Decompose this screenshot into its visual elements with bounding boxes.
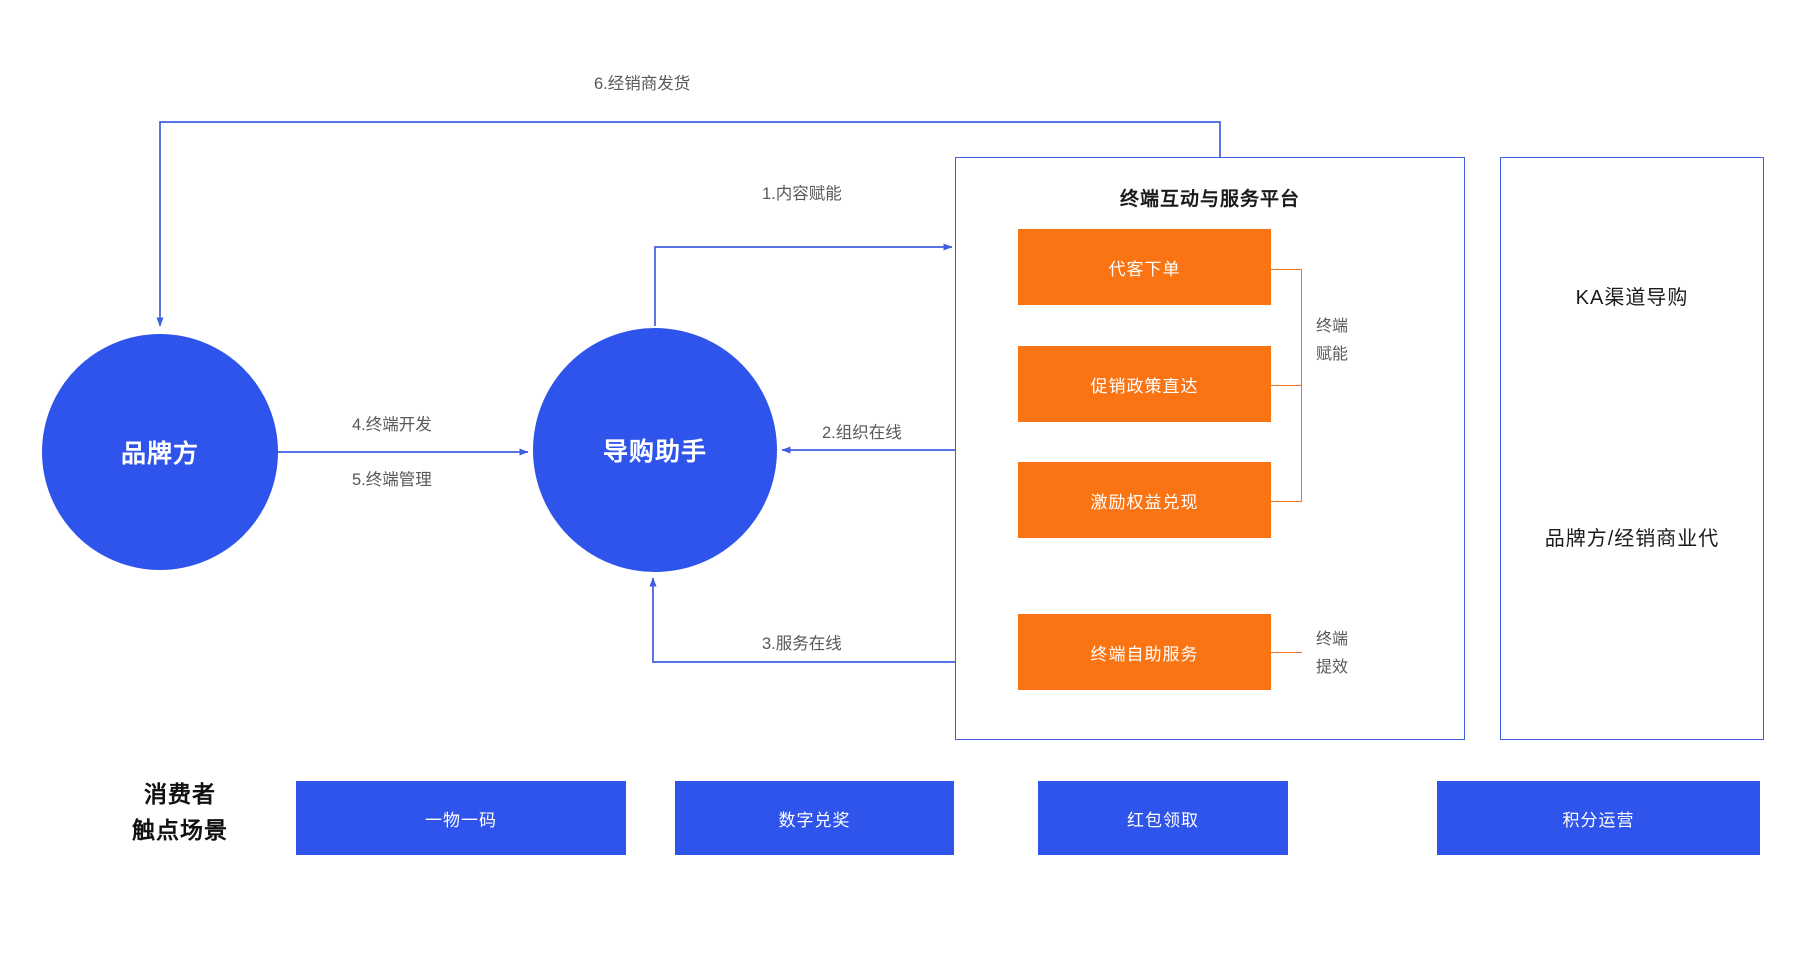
touchpoint-chip-points-operation[interactable]: 积分运营 [1437, 781, 1760, 855]
touchpoint-caption-line2: 触点场景 [132, 817, 228, 843]
channel-panel: KA渠道导购 品牌方/经销商业代 [1500, 157, 1764, 740]
touchpoint-chip-label: 一物一码 [425, 810, 497, 830]
group-label-empowerment-line2: 赋能 [1316, 346, 1349, 363]
group-bracket-arm-bottom [1271, 501, 1302, 503]
feature-box-label: 终端自助服务 [1090, 644, 1199, 664]
group-label-empowerment: 终端 赋能 [1316, 313, 1348, 369]
group-label-empowerment-line1: 终端 [1316, 318, 1349, 335]
edge-label-terminal-development: 4.终端开发 [352, 416, 432, 434]
group-bracket-arm-middle [1271, 385, 1302, 387]
touchpoint-chip-label: 积分运营 [1562, 810, 1635, 830]
group-label-efficiency: 终端 提效 [1316, 626, 1348, 682]
feature-box-label: 促销政策直达 [1090, 376, 1199, 396]
edge-label-content-empowerment: 1.内容赋能 [762, 185, 842, 203]
touchpoint-caption-line1: 消费者 [144, 781, 216, 807]
platform-panel: 终端互动与服务平台 代客下单 促销政策直达 激励权益兑现 终端自助服务 终端 赋… [955, 157, 1465, 740]
platform-title: 终端互动与服务平台 [1119, 189, 1300, 210]
edge-label-organization-online: 2.组织在线 [822, 424, 902, 442]
touchpoint-chip-label: 数字兑奖 [778, 810, 851, 830]
touchpoint-chip-red-packet[interactable]: 红包领取 [1038, 781, 1288, 855]
touchpoint-chip-label: 红包领取 [1127, 810, 1199, 830]
group-label-efficiency-line2: 提效 [1316, 659, 1349, 676]
feature-box-promo-policy[interactable]: 促销政策直达 [1018, 346, 1271, 422]
group-bracket-arm-top [1271, 269, 1302, 271]
edge-path-1 [654, 243, 953, 326]
edge-label-terminal-management: 5.终端管理 [352, 471, 432, 489]
touchpoint-caption: 消费者 触点场景 [85, 776, 275, 848]
node-guide-assistant[interactable]: 导购助手 [533, 328, 777, 572]
node-guide-assistant-label: 导购助手 [602, 438, 707, 466]
edge-label-service-online: 3.服务在线 [762, 635, 842, 653]
feature-box-incentive-redemption[interactable]: 激励权益兑现 [1018, 462, 1271, 538]
channel-panel-ka-guide: KA渠道导购 [1575, 287, 1689, 309]
feature-box-self-service[interactable]: 终端自助服务 [1018, 614, 1271, 690]
node-brand-owner[interactable]: 品牌方 [42, 334, 278, 570]
feature-box-label: 激励权益兑现 [1090, 492, 1199, 512]
feature-box-label: 代客下单 [1108, 259, 1181, 279]
group-bracket-stub-self-service [1271, 652, 1302, 654]
node-brand-owner-label: 品牌方 [120, 440, 199, 468]
group-label-efficiency-line1: 终端 [1316, 631, 1349, 648]
touchpoint-chip-one-item-one-code[interactable]: 一物一码 [296, 781, 626, 855]
touchpoint-chip-digital-prize[interactable]: 数字兑奖 [675, 781, 954, 855]
feature-box-proxy-order[interactable]: 代客下单 [1018, 229, 1271, 305]
edge-label-dealer-shipment: 6.经销商发货 [594, 75, 691, 93]
channel-panel-brand-distributor: 品牌方/经销商业代 [1544, 528, 1720, 550]
